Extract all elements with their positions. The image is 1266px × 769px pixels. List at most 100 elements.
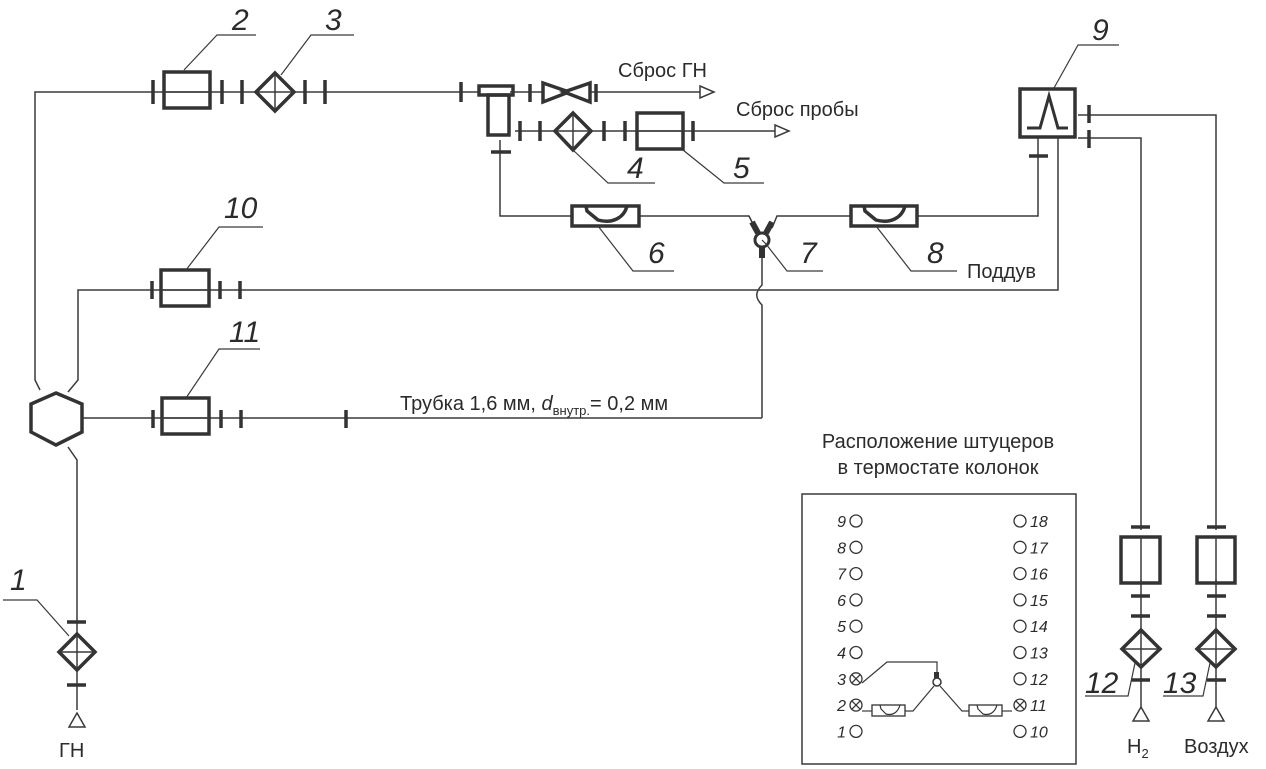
callout-2: 2 bbox=[231, 4, 249, 37]
tube-label-sub: внутр. bbox=[553, 403, 590, 418]
port-7-icon bbox=[849, 566, 863, 581]
port-number-label: 13 bbox=[1030, 646, 1048, 663]
air-chain bbox=[1194, 525, 1238, 722]
element-2 bbox=[151, 70, 244, 110]
callout-7: 7 bbox=[800, 237, 818, 270]
vent-sample-label: Сброс пробы bbox=[736, 99, 859, 121]
element-3-filter bbox=[253, 70, 327, 114]
h2-chain bbox=[1119, 525, 1163, 722]
callout-8: 8 bbox=[927, 237, 944, 270]
h2-source-label: H2 bbox=[1127, 736, 1149, 761]
port-13-icon bbox=[1013, 645, 1027, 660]
port-11-cross bbox=[1015, 700, 1025, 710]
callout-10: 10 bbox=[224, 192, 258, 225]
element-1-filter bbox=[56, 620, 98, 728]
port-number-label: 7 bbox=[837, 567, 847, 584]
callout-6: 6 bbox=[648, 237, 665, 270]
callout-3: 3 bbox=[325, 4, 342, 37]
callout-numbers: 2 3 4 5 6 7 8 9 10 11 1 12 13 bbox=[10, 4, 1197, 700]
callout-13: 13 bbox=[1163, 667, 1197, 700]
h2-label-sub: 2 bbox=[1141, 746, 1148, 761]
port-18-icon bbox=[1013, 514, 1027, 528]
callout-11: 11 bbox=[229, 316, 260, 349]
line-air bbox=[1078, 114, 1217, 530]
port-number-label: 1 bbox=[837, 724, 846, 741]
port-number-label: 16 bbox=[1030, 567, 1048, 584]
callout-5: 5 bbox=[733, 152, 750, 185]
port-15-icon bbox=[1013, 593, 1027, 607]
port-number-label: 11 bbox=[1030, 698, 1047, 715]
hexagon-valve-icon bbox=[29, 391, 84, 447]
tube-label-d: d bbox=[542, 393, 554, 415]
port-14-icon bbox=[1013, 619, 1027, 633]
port-number-label: 10 bbox=[1030, 724, 1048, 741]
port-2-cross bbox=[851, 700, 861, 710]
port-layout-inset: Расположение штуцеров в термостате колон… bbox=[801, 431, 1077, 765]
element-9-detector bbox=[1018, 87, 1091, 158]
port-number-label: 12 bbox=[1030, 672, 1048, 689]
port-number-label: 18 bbox=[1030, 514, 1048, 531]
element-8-column bbox=[849, 204, 919, 228]
h2-label-main: H bbox=[1127, 736, 1141, 758]
tube-label: Трубка 1,6 мм, dвнутр.= 0,2 мм bbox=[400, 393, 668, 418]
port-5-icon bbox=[849, 619, 863, 633]
makeup-label: Поддув bbox=[967, 261, 1036, 283]
port-number-label: 5 bbox=[837, 619, 846, 636]
h2-source-icon bbox=[1131, 705, 1151, 722]
vent-carrier-arrow-icon bbox=[699, 84, 716, 100]
line-h2 bbox=[1078, 137, 1142, 530]
port-number-label: 3 bbox=[837, 672, 846, 689]
carrier-source-icon bbox=[67, 711, 87, 728]
air-source-label: Воздух bbox=[1184, 736, 1249, 758]
tube-label-suffix: = 0,2 мм bbox=[590, 393, 668, 415]
element-6-column bbox=[570, 204, 641, 228]
callout-12: 12 bbox=[1085, 667, 1119, 700]
line-column6-tee bbox=[640, 215, 756, 229]
carrier-source-label: ГН bbox=[59, 740, 84, 762]
port-10-icon bbox=[1013, 724, 1027, 739]
inset-frame bbox=[801, 493, 1077, 765]
port-number-label: 15 bbox=[1030, 593, 1048, 610]
injector bbox=[459, 82, 598, 154]
port-9-icon bbox=[849, 514, 863, 528]
element-11 bbox=[151, 396, 348, 436]
callout-9: 9 bbox=[1092, 14, 1109, 47]
port-8-icon bbox=[849, 540, 863, 554]
inset-connection-scheme bbox=[861, 661, 1012, 717]
port-6-icon bbox=[849, 593, 863, 607]
line-column8-detector bbox=[917, 138, 1039, 217]
air-source-icon bbox=[1206, 705, 1226, 722]
vent-sample-arrow-icon bbox=[774, 123, 791, 139]
port-4-icon bbox=[849, 645, 863, 660]
line-to-column-6 bbox=[499, 140, 572, 217]
vent-carrier-label: Сброс ГН bbox=[618, 60, 707, 82]
port-17-icon bbox=[1013, 540, 1027, 554]
element-5 bbox=[635, 111, 695, 151]
element-7-tee bbox=[749, 220, 775, 258]
vent-valve-icon bbox=[541, 80, 592, 105]
port-number-label: 14 bbox=[1030, 619, 1048, 636]
callout-1: 1 bbox=[10, 564, 27, 597]
ports-right: 18 17 16 15 14 13 12 11 10 bbox=[1013, 514, 1049, 741]
port-number-label: 8 bbox=[837, 540, 846, 557]
line-capillary-cross bbox=[756, 255, 763, 418]
port-number-label: 17 bbox=[1030, 540, 1049, 557]
port-1-icon bbox=[849, 724, 863, 739]
line-tee-column8 bbox=[771, 215, 850, 229]
tube-label-prefix: Трубка 1,6 мм, bbox=[400, 393, 542, 415]
element-10 bbox=[150, 268, 242, 308]
port-3-cross bbox=[851, 674, 861, 684]
port-16-icon bbox=[1013, 566, 1027, 581]
line-carrier-inlet bbox=[67, 446, 78, 710]
port-12-icon bbox=[1013, 672, 1027, 686]
leader-lines bbox=[3, 34, 1211, 697]
port-number-label: 4 bbox=[837, 646, 846, 663]
port-number-label: 9 bbox=[837, 514, 846, 531]
inset-title-line1: Расположение штуцеров bbox=[822, 431, 1054, 453]
port-number-label: 2 bbox=[836, 698, 846, 715]
callout-4: 4 bbox=[627, 152, 644, 185]
line-makeup bbox=[67, 138, 1059, 393]
inset-title-line2: в термостате колонок bbox=[837, 457, 1038, 479]
